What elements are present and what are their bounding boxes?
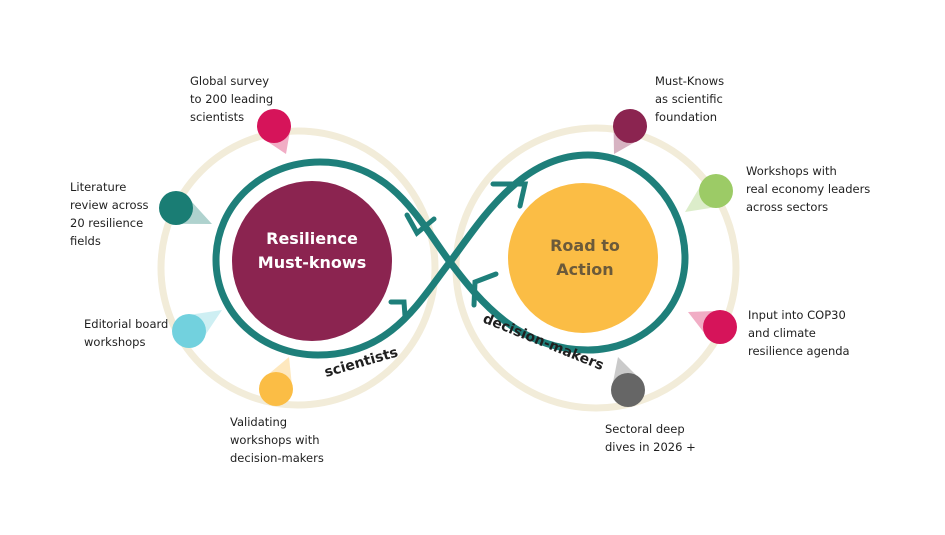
marker-editorial-board-dot bbox=[172, 314, 206, 348]
marker-sectoral-deep-dives-dot bbox=[611, 373, 645, 407]
marker-global-survey-dot bbox=[257, 109, 291, 143]
step-sectoral-deep-dives-label: Sectoral deep dives in 2026 + bbox=[605, 422, 696, 454]
step-real-economy-workshops-label: Workshops with real economy leaders acro… bbox=[746, 164, 871, 214]
arrow-upper-left-icon bbox=[404, 212, 437, 237]
left-outer-ring bbox=[157, 127, 439, 409]
marker-real-economy-workshops-pointer bbox=[685, 187, 713, 212]
step-editorial-board-label: Editorial board workshops bbox=[84, 317, 169, 349]
road-to-action-title: Road to Action bbox=[550, 236, 620, 279]
step-cop30-input-label: Input into COP30 and climate resilience … bbox=[748, 308, 850, 358]
marker-editorial-board-pointer bbox=[192, 310, 222, 335]
marker-literature-review-dot bbox=[159, 191, 193, 225]
resilience-must-knows-circle bbox=[232, 181, 392, 341]
loop-arrows bbox=[388, 181, 529, 319]
road-to-action-circle bbox=[508, 183, 658, 333]
resilience-must-knows-title: Resilience Must-knows bbox=[257, 229, 367, 272]
step-validating-workshops-label: Validating workshops with decision-maker… bbox=[230, 415, 324, 465]
marker-real-economy-workshops-dot bbox=[699, 174, 733, 208]
arrow-lower-left-icon bbox=[388, 299, 408, 319]
marker-must-knows-foundation-dot bbox=[613, 109, 647, 143]
arrow-upper-right-icon bbox=[490, 181, 529, 209]
arrow-lower-right-icon bbox=[471, 271, 499, 308]
step-must-knows-foundation-label: Must-Knows as scientific foundation bbox=[655, 74, 725, 124]
step-markers bbox=[159, 109, 737, 407]
step-global-survey-label: Global survey to 200 leading scientists bbox=[190, 74, 274, 124]
step-literature-review-label: Literature review across 20 resilience f… bbox=[70, 180, 149, 248]
infinity-loop bbox=[212, 151, 689, 359]
marker-validating-workshops-dot bbox=[259, 372, 293, 406]
marker-cop30-input-dot bbox=[703, 310, 737, 344]
